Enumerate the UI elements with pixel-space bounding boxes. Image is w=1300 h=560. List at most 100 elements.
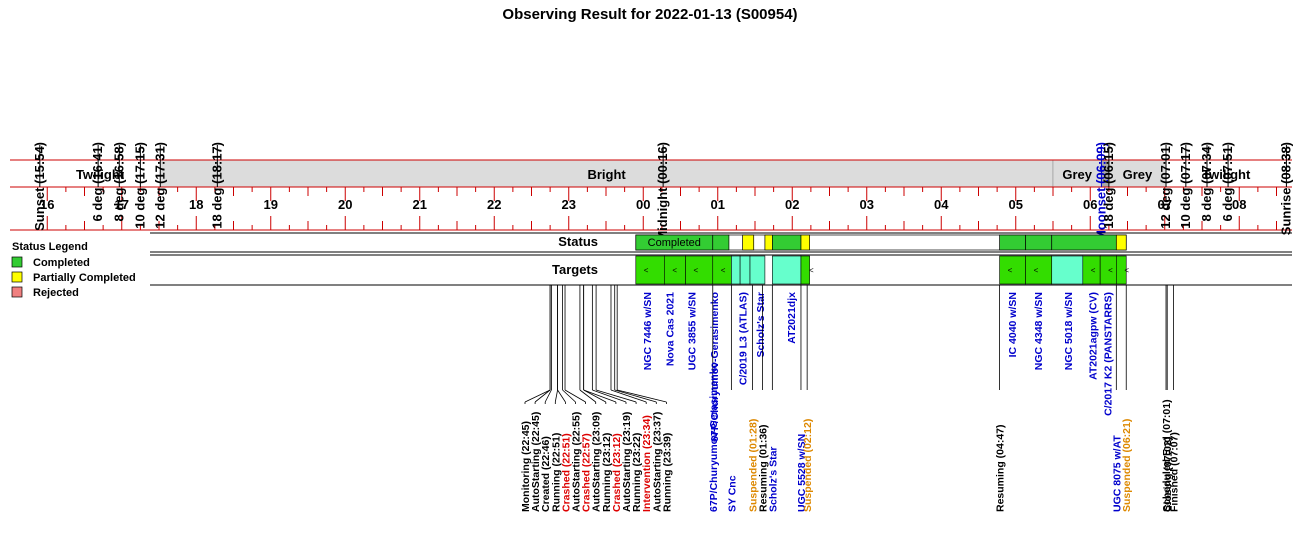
sky-marker-label: 18 deg (18:17) [209, 142, 224, 229]
target-label: 67P/Churyumov-Gerasimenko [709, 292, 721, 442]
legend-swatch [11, 271, 23, 283]
hour-label: 05 [1009, 197, 1023, 212]
target-bar-marker: < [721, 266, 726, 275]
target-bar-marker: < [693, 266, 698, 275]
event-label: Suspended (02:12) [802, 419, 814, 512]
event-label: Running (23:39) [661, 433, 673, 512]
target-bar-marker: < [1008, 266, 1013, 275]
sky-band-label: Twilight [1202, 167, 1251, 182]
hour-label: 16 [40, 197, 54, 212]
status-segment [1051, 234, 1117, 251]
target-label: IC 4040 w/SN [1007, 292, 1019, 357]
legend-item-label: Partially Completed [33, 272, 136, 284]
sky-marker-label: 8 deg (16:58) [111, 142, 126, 221]
hour-label: 20 [338, 197, 352, 212]
target-bar [999, 255, 1026, 285]
target-bar [749, 255, 766, 285]
hour-label: 21 [413, 197, 427, 212]
sky-band-label: Twilight [76, 167, 125, 182]
event-leader [595, 389, 637, 403]
target-bar [1051, 255, 1084, 285]
event-leader [592, 389, 627, 403]
page-title: Observing Result for 2022-01-13 (S00954) [502, 6, 798, 23]
sky-band-2 [1052, 159, 1102, 188]
sky-marker-label: Sunset (15:54) [32, 142, 47, 231]
status-segment [764, 234, 773, 251]
target-bar-marker: < [644, 266, 649, 275]
hour-label: 17 [115, 197, 129, 212]
hour-label: 07 [1158, 197, 1172, 212]
target-bar-marker: < [1124, 266, 1129, 275]
sky-marker-label: 12 deg (17:31) [152, 142, 167, 229]
legend-title: Status Legend [12, 241, 88, 253]
event-label: Crashed (22:57) [581, 433, 593, 512]
target-label: Nova Cas 2021 [664, 292, 676, 366]
sky-marker-label: 6 deg (07:51) [1220, 142, 1235, 221]
event-label: Intervention (23:34) [641, 415, 653, 512]
status-segment [1025, 234, 1053, 251]
sky-band-label: Bright [587, 167, 626, 182]
target-label: NGC 5018 w/SN [1063, 292, 1075, 370]
event-label: Suspended (06:21) [1121, 419, 1133, 512]
target-label: AT2021agpw (CV) [1088, 292, 1100, 380]
event-label: Crashed (23:12) [611, 433, 623, 512]
hour-label: 06 [1083, 197, 1097, 212]
status-segment [712, 234, 730, 251]
event-label: Running (23:12) [601, 433, 613, 512]
event-leader [562, 389, 576, 403]
sky-marker-label: Moonset (06:09) [1093, 142, 1108, 241]
sky-band-label: Grey [1123, 167, 1153, 182]
sky-marker-label: 6 deg (16:41) [90, 142, 105, 221]
target-bar [772, 255, 802, 285]
sky-band-label: Grey [1062, 167, 1092, 182]
event-label: AutoStarting (23:09) [591, 412, 603, 512]
event-label: AutoStarting (22:45) [530, 412, 542, 512]
target-bar [1025, 255, 1053, 285]
event-leader [557, 389, 566, 403]
sky-marker-label: 10 deg (07:17) [1178, 142, 1193, 229]
hour-label: 19 [264, 197, 278, 212]
target-bar [739, 255, 751, 285]
event-label: Running (22:51) [550, 433, 562, 512]
event-label: Created (22:46) [540, 436, 552, 512]
sky-marker-label: 18 deg (06:15) [1101, 142, 1116, 229]
sky-marker-label: Sunrise (08:38) [1278, 142, 1293, 235]
target-bar [1116, 255, 1127, 285]
target-label: C/2017 K2 (PANSTARRS) [1103, 292, 1115, 416]
event-label: AutoStarting (23:37) [651, 412, 663, 512]
target-bar [731, 255, 741, 285]
event-leader [544, 389, 552, 403]
sky-marker-label: 12 deg (07:01) [1158, 142, 1173, 229]
legend-swatch [11, 256, 23, 268]
event-label: AutoStarting (23:19) [621, 412, 633, 512]
event-label: Finished (07:07) [1168, 432, 1180, 512]
target-label: UGC 3855 w/SN [687, 292, 699, 370]
event-label: Suspended (01:28) [748, 419, 760, 512]
event-leader [583, 389, 617, 403]
target-bar [685, 255, 714, 285]
status-segment [772, 234, 802, 251]
event-label: 67P/Churyumov-Gerasimenko [708, 362, 720, 512]
target-label: AT2021djx [786, 292, 798, 344]
event-label: SY Cnc [726, 475, 738, 512]
sky-marker-label: Midnight (00:16) [655, 142, 670, 242]
hour-label: 08 [1232, 197, 1246, 212]
event-leader [583, 389, 606, 403]
target-label: NGC 7446 w/SN [642, 292, 654, 370]
event-label: Running (23:22) [631, 433, 643, 512]
hour-label: 04 [934, 197, 949, 212]
hour-label: 22 [487, 197, 501, 212]
event-leader [524, 389, 551, 403]
target-bar-marker: < [1034, 266, 1039, 275]
event-leader [564, 389, 586, 403]
status-segment-label: Completed [648, 237, 701, 249]
event-leader [614, 389, 657, 403]
target-bar-marker: < [809, 266, 814, 275]
target-label: Scholz's Star [755, 292, 767, 358]
status-segment [1115, 234, 1127, 251]
sky-marker-label: 10 deg (17:15) [132, 142, 147, 229]
hour-label: 23 [562, 197, 576, 212]
target-label: NGC 4348 w/SN [1033, 292, 1045, 370]
event-leader [534, 389, 551, 403]
